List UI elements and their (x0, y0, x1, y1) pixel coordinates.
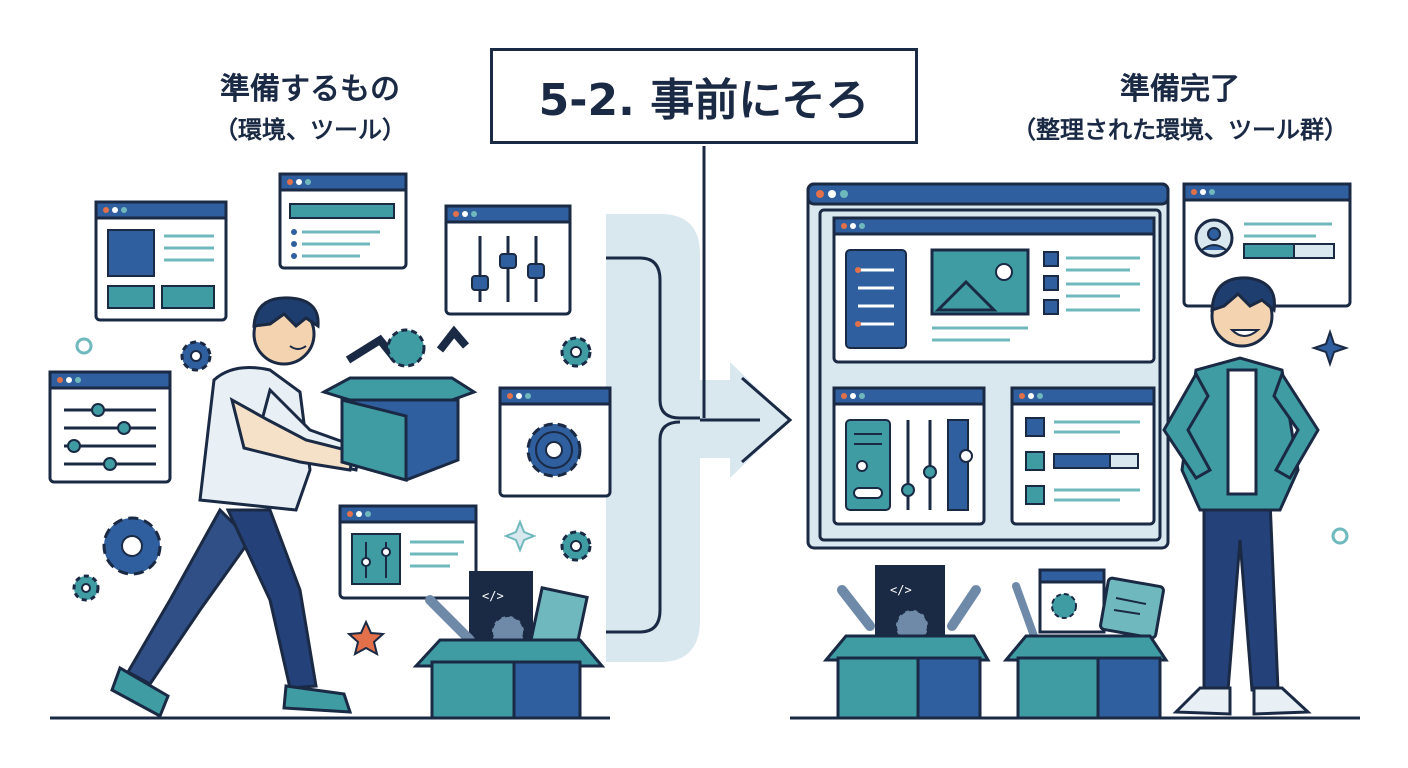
after-subheading: （整理された環境、ツール群） (1012, 116, 1348, 144)
code-icon: </> (482, 589, 504, 603)
gear-icon (560, 336, 592, 368)
person-standing (1162, 276, 1320, 716)
person-carrying-box (110, 296, 362, 719)
organized-toolbox-left-icon: </> (822, 565, 991, 720)
image-icon (934, 279, 998, 312)
before-subheading: （環境、ツール） (214, 116, 406, 144)
gear-icon (102, 516, 162, 576)
window-profile-icon (1182, 182, 1352, 308)
organized-toolbox-right-icon (1002, 568, 1169, 720)
gear-icon (72, 574, 100, 602)
toolbox-ground-icon: </> (412, 571, 606, 720)
window-gear-icon (498, 386, 612, 498)
window-controls-icon (338, 504, 478, 600)
sparkle-icon (503, 519, 537, 553)
after-heading: 準備完了 (1120, 72, 1240, 107)
gear-icon (560, 530, 592, 562)
ring-decoration-icon (1331, 527, 1349, 545)
window-sliders-icon (48, 370, 172, 484)
before-heading: 準備するもの (220, 72, 400, 107)
code-icon: </> (890, 583, 912, 597)
window-equalizer-icon (444, 204, 572, 316)
window-list-icon (278, 172, 408, 270)
sparkle-icon (1310, 328, 1350, 368)
gear-icon (180, 340, 212, 372)
flow-arrow (606, 146, 793, 662)
ring-decoration-icon (75, 337, 93, 355)
page-title: 5-2. 事前にそろ (490, 48, 918, 144)
star-icon (346, 619, 386, 656)
toolbox-carried-icon (320, 325, 478, 482)
organized-dashboard-board (806, 182, 1170, 550)
window-layout-icon (94, 200, 228, 322)
